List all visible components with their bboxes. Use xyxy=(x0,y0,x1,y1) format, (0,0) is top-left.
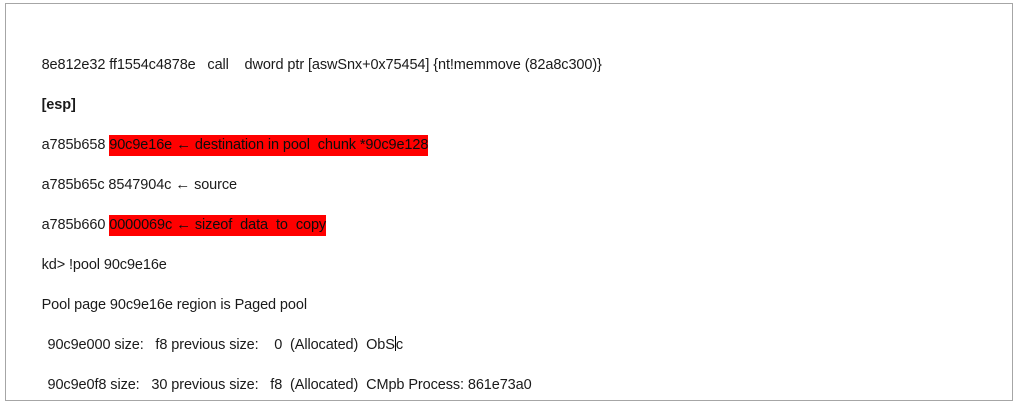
esp-label-text: [esp] xyxy=(41,97,76,113)
text-caret xyxy=(394,336,396,351)
disassembly-line: 8e812e32 ff1554c4878e call dword ptr [as… xyxy=(6,4,1012,73)
pool-chunk-text-tail: c xyxy=(395,337,403,353)
size-annotation-a: sizeof xyxy=(190,217,233,233)
pool-chunk-line-1: 90c9e000 size: f8 previous size: 0 (Allo… xyxy=(6,285,1012,353)
left-arrow-icon: ← xyxy=(176,216,191,233)
size-annotation-d: copy xyxy=(295,217,327,233)
source-annotation: source xyxy=(190,177,237,193)
size-highlight: 0000069c ← sizeof_data_to_copy xyxy=(109,215,326,236)
pool-chunk-text: 90c9e000 size: f8 previous size: 0 (Allo… xyxy=(43,337,395,353)
source-value: 8547904c xyxy=(108,177,176,193)
underscore-3: _ xyxy=(287,217,296,233)
stack-address: a785b65c xyxy=(41,177,109,193)
destination-value: 90c9e16e xyxy=(109,137,177,153)
pool-chunk-line-3: *90c9e128 size: 418 previous size: 30 (A… xyxy=(6,365,1012,400)
destination-highlight: 90c9e16e ← destination in pool chunk *90… xyxy=(109,135,428,156)
left-arrow-icon: ← xyxy=(176,136,191,153)
underscore-2: _ xyxy=(267,217,276,233)
underscore-1: _ xyxy=(232,217,241,233)
stack-destination-line: a785b658 90c9e16e ← destination in pool … xyxy=(6,85,1012,156)
size-annotation-c: to xyxy=(275,217,288,233)
stack-address: a785b658 xyxy=(41,137,110,153)
destination-annotation: destination in pool chunk *90c9e128 xyxy=(190,137,429,153)
pool-page-text: Pool page 90c9e16e region is Paged pool xyxy=(41,297,307,313)
stack-size-line: a785b660 0000069c ← sizeof_data_to_copy xyxy=(6,165,1012,236)
disassembly-text: 8e812e32 ff1554c4878e call dword ptr [as… xyxy=(41,57,602,73)
stack-source-line: a785b65c 8547904c ← source xyxy=(6,125,1012,193)
stack-address: a785b660 xyxy=(41,217,110,233)
size-value: 0000069c xyxy=(109,217,177,233)
debugger-output-frame: 8e812e32 ff1554c4878e call dword ptr [as… xyxy=(5,3,1013,401)
output-line-list: 8e812e32 ff1554c4878e call dword ptr [as… xyxy=(6,4,1012,400)
command-text: kd> !pool 90c9e16e xyxy=(41,257,167,273)
pool-page-line: Pool page 90c9e16e region is Paged pool xyxy=(6,245,1012,313)
left-arrow-icon: ← xyxy=(175,176,191,193)
esp-label-line: [esp] xyxy=(6,45,1012,113)
pool-chunk-text: 90c9e0f8 size: 30 previous size: f8 (All… xyxy=(43,377,532,393)
pool-chunk-line-2: 90c9e0f8 size: 30 previous size: f8 (All… xyxy=(6,325,1012,393)
command-prompt-line: kd> !pool 90c9e16e xyxy=(6,205,1012,273)
size-annotation-b: data xyxy=(240,217,268,233)
